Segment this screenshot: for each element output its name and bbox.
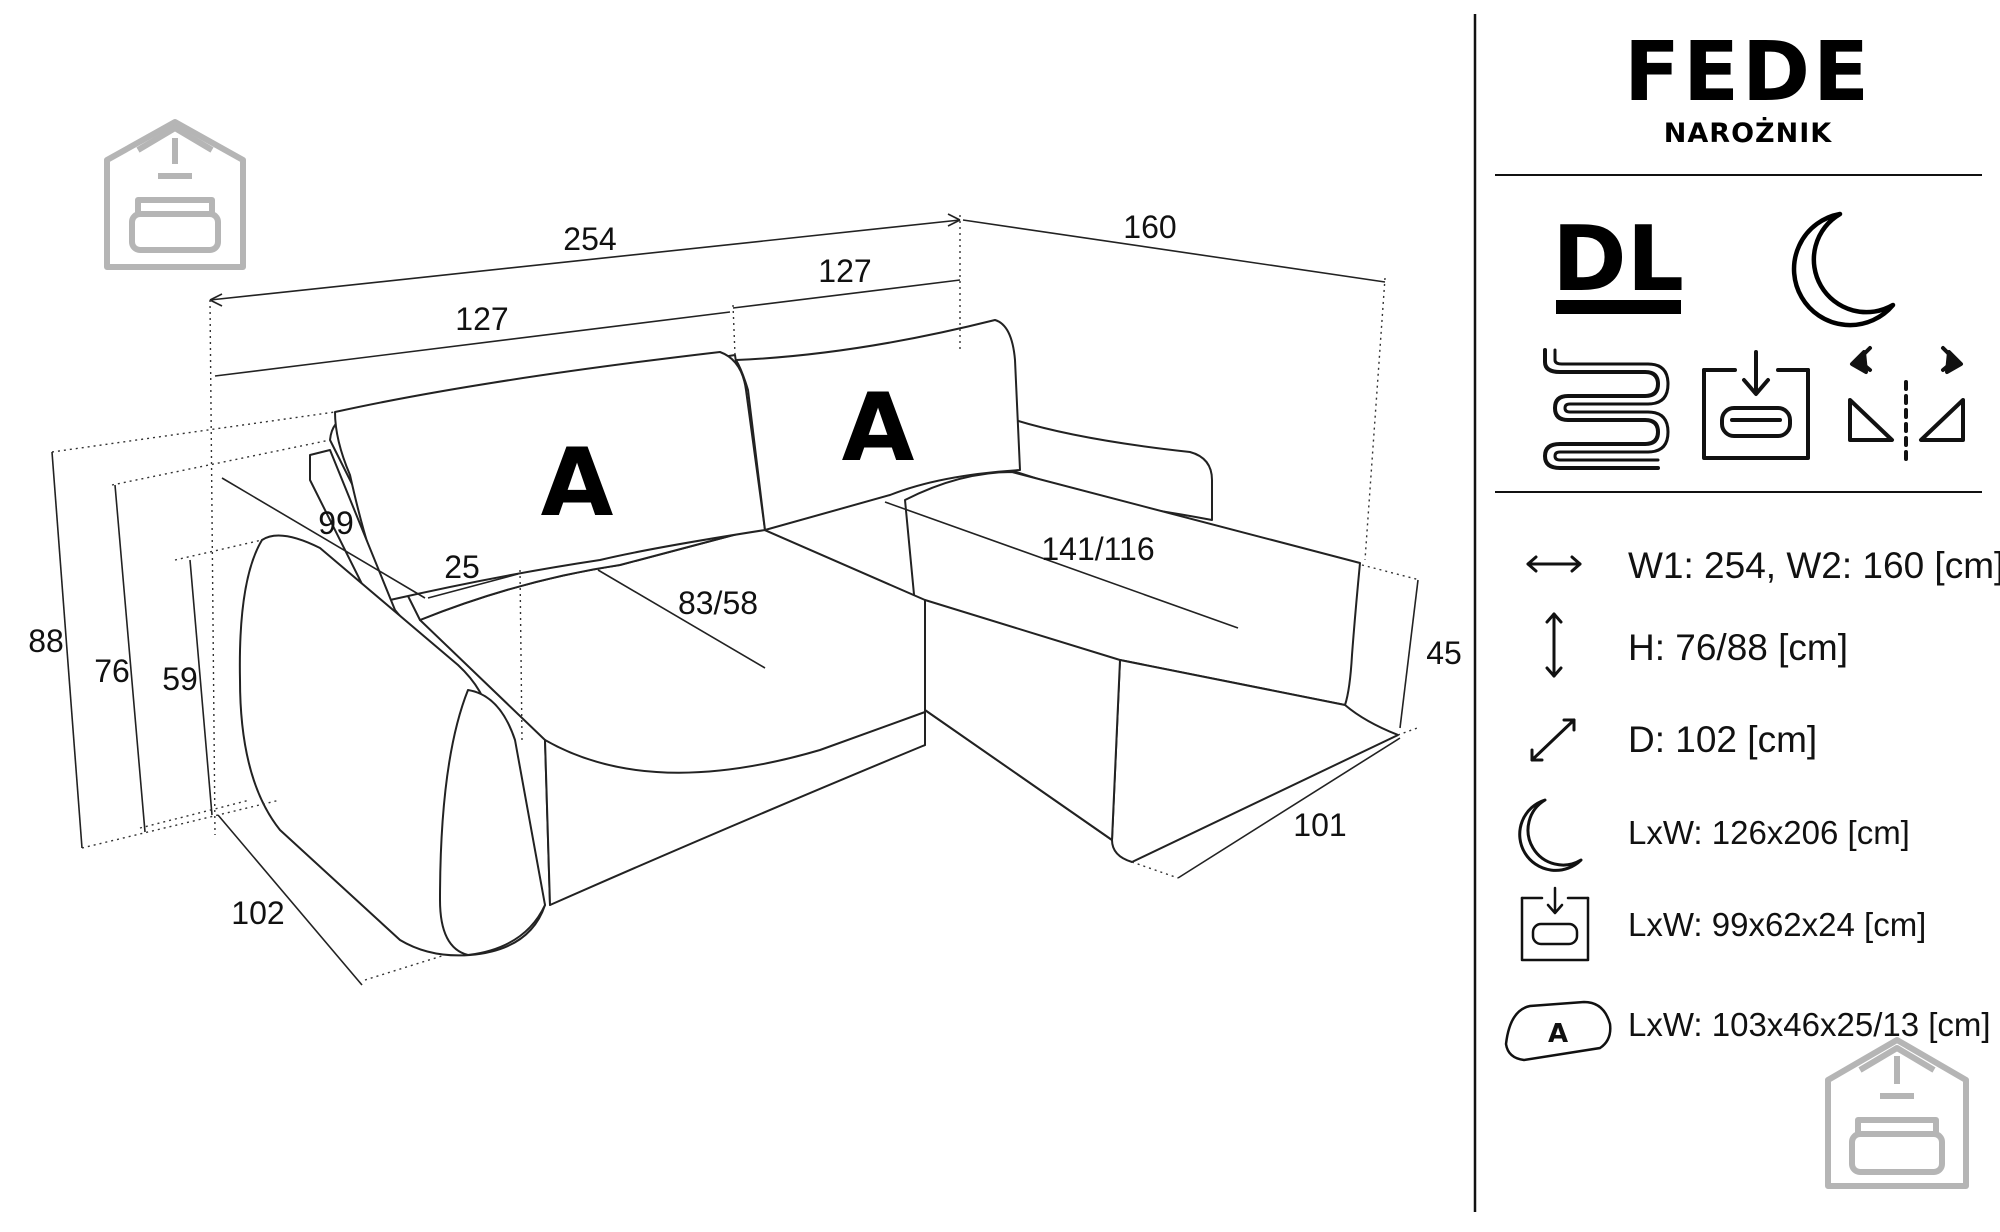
pillow-left-label: A — [541, 429, 614, 538]
spec-depth: D: 102 [cm] — [1628, 719, 1817, 760]
dim-chaise-length: 141/116 — [1041, 531, 1154, 567]
dim-height-total: 88 — [28, 623, 64, 659]
sofa-drawing — [238, 319, 1399, 957]
pillow-left — [334, 351, 766, 601]
storage-icon — [1520, 886, 1590, 962]
moon-icon — [1518, 798, 1583, 872]
dim-arm-width: 25 — [444, 549, 480, 585]
spec-height: H: 76/88 [cm] — [1628, 627, 1848, 668]
sleep-function-moon-icon — [1791, 211, 1896, 328]
pillow-a-badge: A — [1548, 1019, 1568, 1049]
orientation-label: DL — [1552, 207, 1684, 312]
dim-left-section: 127 — [455, 301, 508, 337]
dim-height-back: 76 — [94, 653, 130, 689]
dim-chaise-height: 45 — [1426, 635, 1462, 671]
dim-chaise-width: 101 — [1293, 807, 1346, 843]
brand-logo-top-left — [104, 119, 246, 270]
spec-sleeping-area: LxW: 126x206 [cm] — [1628, 814, 1910, 851]
dim-right-section: 127 — [818, 253, 871, 289]
depth-arrows-icon — [1530, 718, 1576, 762]
dim-total-depth: 102 — [231, 895, 284, 931]
pillow-a-icon: A — [1504, 1000, 1612, 1062]
width-arrows-icon — [1526, 555, 1582, 573]
main-seat-front — [544, 711, 926, 906]
left-arm-front — [439, 689, 546, 956]
pillow-right-label: A — [842, 374, 915, 483]
spec-width: W1: 254, W2: 160 [cm] — [1628, 545, 2000, 586]
dim-arm-depth: 99 — [318, 505, 354, 541]
product-type: NAROŻNIK — [1664, 117, 1832, 149]
orientation-underline — [1556, 300, 1681, 314]
dim-seat-depth: 83/58 — [678, 585, 758, 621]
pillow-right — [735, 319, 1021, 531]
spec-pillow: LxW: 103x46x25/13 [cm] — [1628, 1006, 1991, 1043]
reversible-corner-icon — [1848, 346, 1965, 462]
dimension-lines — [51, 213, 1421, 986]
product-name: FEDE — [1624, 25, 1872, 120]
chaise-front — [1111, 659, 1399, 863]
height-arrows-icon — [1545, 612, 1563, 678]
dim-overall-width: 254 — [563, 221, 616, 257]
spec-storage: LxW: 99x62x24 [cm] — [1628, 906, 1926, 943]
storage-container-icon — [1702, 350, 1810, 460]
dim-corner-width: 160 — [1123, 209, 1176, 245]
dim-height-arm: 59 — [162, 661, 198, 697]
spring-seat-icon — [1543, 348, 1670, 470]
brand-logo-bottom-right — [1825, 1037, 1969, 1189]
